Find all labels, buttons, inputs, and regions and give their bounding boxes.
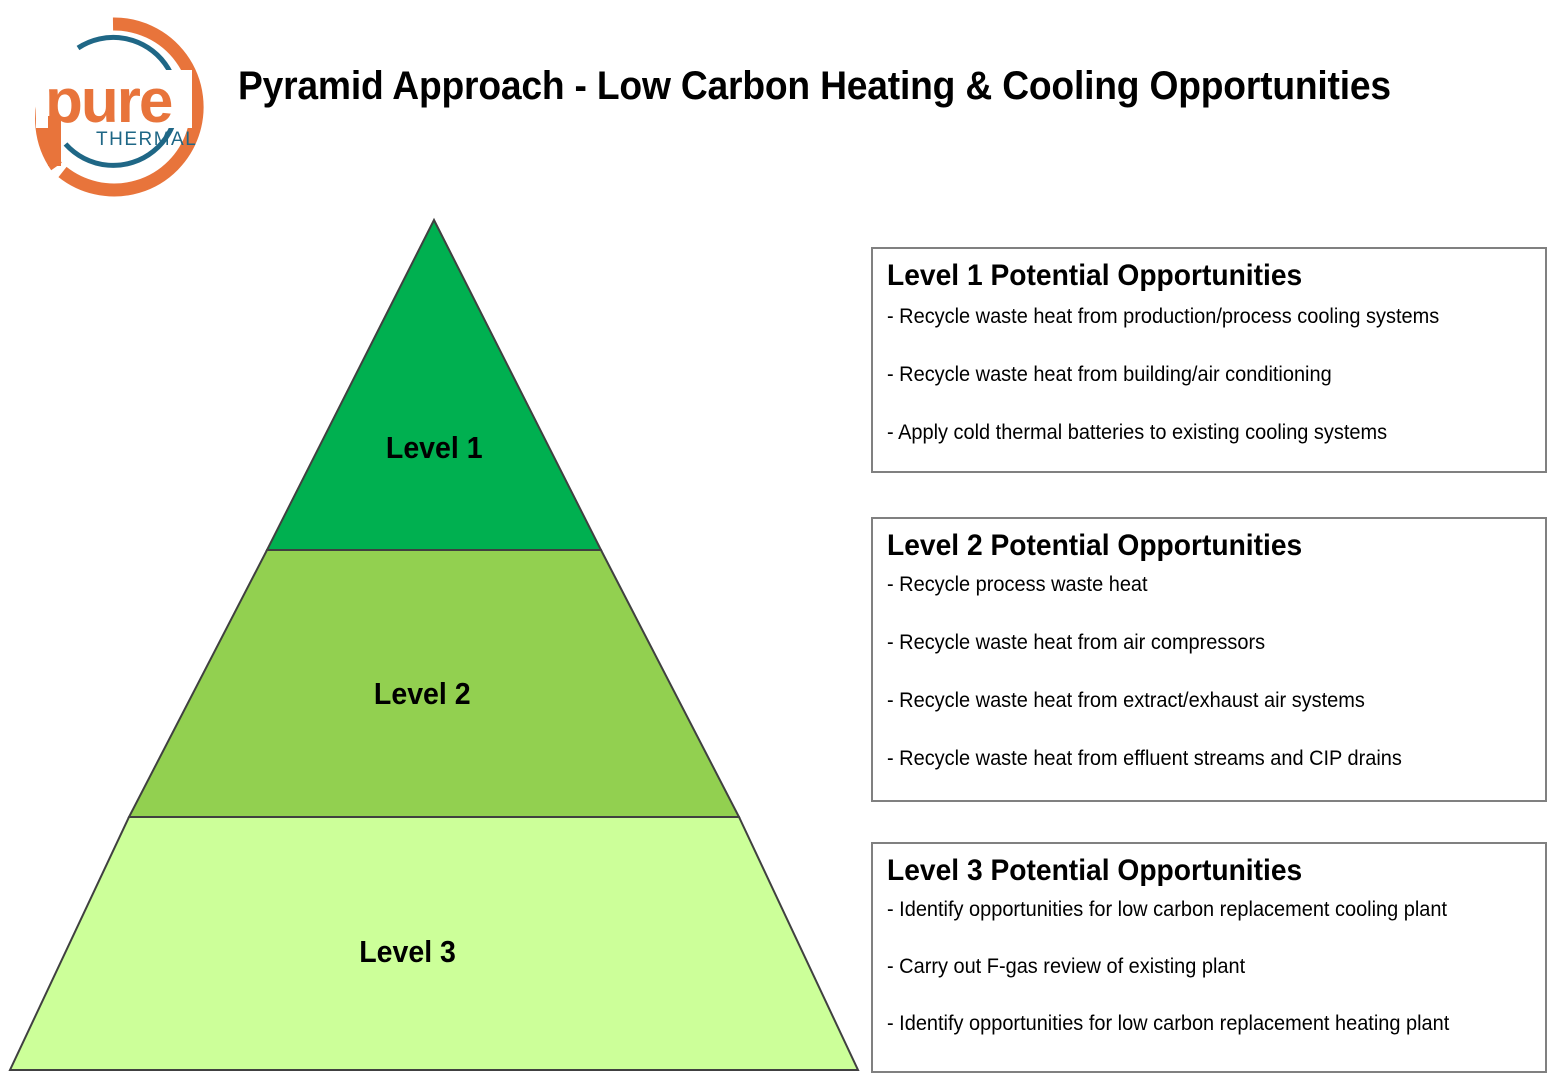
level-2-opportunities-box: Level 2 Potential Opportunities - Recycl… [871,517,1547,802]
level-1-opportunities-title: Level 1 Potential Opportunities [887,259,1303,292]
level-3-opportunities-list: - Identify opportunities for low carbon … [887,897,1531,1038]
list-item: - Recycle waste heat from air compressor… [887,630,1266,654]
list-item: - Identify opportunities for low carbon … [887,897,1448,921]
pyramid-level-1-shape [265,217,603,551]
list-item: - Recycle waste heat from effluent strea… [887,747,1402,771]
pyramid-diagram: Level 1 Level 2 Level 3 [0,205,880,1077]
page-title: Pyramid Approach - Low Carbon Heating & … [238,64,1391,108]
list-item: - Recycle process waste heat [887,572,1148,596]
level-3-opportunities-title: Level 3 Potential Opportunities [887,854,1303,887]
svg-text:pure: pure [45,67,172,136]
list-item: - Apply cold thermal batteries to existi… [887,421,1388,444]
list-item: - Recycle waste heat from production/pro… [887,304,1440,328]
svg-text:THERMAL: THERMAL [96,129,197,150]
pure-thermal-logo: pure THERMAL [18,12,208,197]
level-3-opportunities-box: Level 3 Potential Opportunities - Identi… [871,842,1547,1073]
list-item: - Recycle waste heat from building/air c… [887,362,1332,386]
list-item: - Recycle waste heat from extract/exhaus… [887,689,1365,712]
pyramid-level-1-label: Level 1 [386,431,483,465]
header: pure THERMAL Pyramid Approach - Low Carb… [0,0,1566,215]
pyramid-level-3-label: Level 3 [359,935,456,969]
list-item: - Carry out F-gas review of existing pla… [887,954,1246,978]
level-2-opportunities-list: - Recycle process waste heat - Recycle w… [887,572,1531,773]
level-1-opportunities-list: - Recycle waste heat from production/pro… [887,304,1531,447]
list-item: - Identify opportunities for low carbon … [887,1012,1450,1035]
pyramid-level-2-label: Level 2 [374,677,471,711]
level-1-opportunities-box: Level 1 Potential Opportunities - Recycl… [871,247,1547,473]
level-2-opportunities-title: Level 2 Potential Opportunities [887,529,1303,562]
